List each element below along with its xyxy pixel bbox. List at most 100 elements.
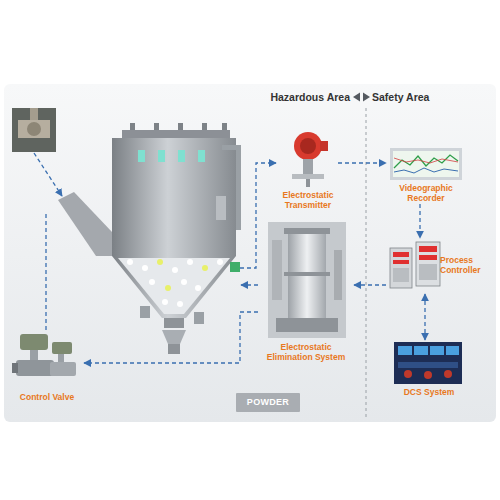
silo-vessel <box>149 279 155 285</box>
control-valve-photo <box>16 360 54 376</box>
silo-vessel <box>138 150 145 162</box>
signal-connector <box>354 284 386 285</box>
elimination-system-photo <box>268 222 346 338</box>
elimination-box: Electrostatic Elimination System <box>258 220 354 364</box>
silo-vessel <box>58 123 241 354</box>
silo-vessel <box>230 262 240 272</box>
silo-vessel <box>178 150 185 162</box>
dcs-control-room <box>446 346 459 355</box>
elimination-system-photo <box>272 240 282 300</box>
silo-vessel <box>198 150 205 162</box>
silo-vessel <box>127 259 133 265</box>
transmitter-device <box>292 132 328 187</box>
control-valve-photo <box>12 363 18 373</box>
signal-connector <box>338 162 386 163</box>
silo-vessel <box>195 285 201 291</box>
silo-vessel <box>158 150 165 162</box>
control-valve-photo <box>50 362 76 376</box>
transmitter-device <box>303 159 313 174</box>
process-controller-units <box>393 268 409 282</box>
dcs-control-room <box>398 346 412 355</box>
transmitter-device <box>300 138 316 154</box>
elimination-system-photo <box>276 318 338 332</box>
device-label: Electrostatic Transmitter <box>278 190 338 210</box>
band-label: POWDER <box>236 393 300 412</box>
silo-vessel <box>140 306 150 318</box>
silo-vessel <box>162 299 168 305</box>
valve-box: Control Valve <box>10 332 84 406</box>
control-valve-photo <box>12 334 76 376</box>
area-label: Hazardous Area <box>250 91 350 103</box>
silo-vessel <box>216 196 226 220</box>
dcs-control-room <box>404 370 412 378</box>
dcs-control-room <box>414 346 428 355</box>
control-valve-photo <box>30 350 38 360</box>
area-divider <box>366 108 367 418</box>
silo-vessel <box>112 256 236 318</box>
control-valve-photo <box>20 334 48 350</box>
silo-vessel <box>202 123 207 131</box>
recorder-box: Videographic Recorder <box>386 146 466 204</box>
pipe-photo <box>12 108 56 152</box>
silo-vessel <box>236 150 241 230</box>
process-controller-units <box>419 246 437 252</box>
transmitter-device <box>292 174 324 179</box>
control-valve-photo <box>52 342 72 354</box>
area-divider <box>363 93 370 102</box>
silo-vessel <box>164 318 184 328</box>
elimination-system-photo <box>268 222 346 338</box>
process-controller-units <box>390 248 412 288</box>
transmitter-device <box>306 179 310 187</box>
silo-vessel <box>112 138 236 256</box>
dcs-control-room <box>430 346 444 355</box>
recorder-screen <box>394 168 458 173</box>
silo-vessel <box>178 123 183 131</box>
recorder-screen <box>394 155 458 168</box>
dcs-control-room <box>398 362 458 368</box>
leader-lines <box>240 163 276 268</box>
pipe-photo <box>27 122 41 136</box>
recorder-screen <box>390 148 462 180</box>
panel-background <box>4 84 496 422</box>
signal-connector <box>84 312 258 363</box>
process-controller-units <box>419 255 437 260</box>
pipe-photo <box>18 120 50 138</box>
device-label: Control Valve <box>10 392 84 402</box>
pipe-photo <box>12 108 56 152</box>
controller-box: Process Controller <box>386 238 488 294</box>
process-controller-units <box>390 242 440 288</box>
silo-vessel <box>142 265 148 271</box>
leader-lines <box>34 153 276 330</box>
signal-connector <box>419 204 420 238</box>
silo-vessel <box>165 285 171 291</box>
silo-vessel <box>154 123 159 131</box>
silo-vessel <box>157 259 163 265</box>
area-divider <box>353 93 360 102</box>
elimination-system-photo <box>284 272 330 276</box>
silo-vessel <box>58 192 112 256</box>
process-controller-units <box>393 260 409 264</box>
device-label: DCS System <box>390 387 468 397</box>
silo-vessel <box>177 301 183 307</box>
process-controller-units <box>419 264 437 280</box>
dcs-control-room <box>444 370 452 378</box>
dcs-control-room <box>394 342 462 384</box>
leader-lines <box>45 214 46 330</box>
silo-vessel <box>172 267 178 273</box>
dcs-box: DCS System <box>390 340 468 400</box>
device-label: Electrostatic Elimination System <box>258 342 354 362</box>
silo-vessel <box>130 123 135 131</box>
device-label: Process Controller <box>440 255 488 275</box>
leader-lines <box>241 284 258 285</box>
silo-vessel <box>181 279 187 285</box>
process-controller-units <box>416 242 440 286</box>
silo-vessel <box>162 330 186 344</box>
silo-vessel <box>222 123 227 131</box>
silo-vessel <box>202 265 208 271</box>
recorder-screen <box>394 158 458 163</box>
elimination-system-photo <box>334 250 342 300</box>
medium-band: POWDER <box>236 393 300 412</box>
